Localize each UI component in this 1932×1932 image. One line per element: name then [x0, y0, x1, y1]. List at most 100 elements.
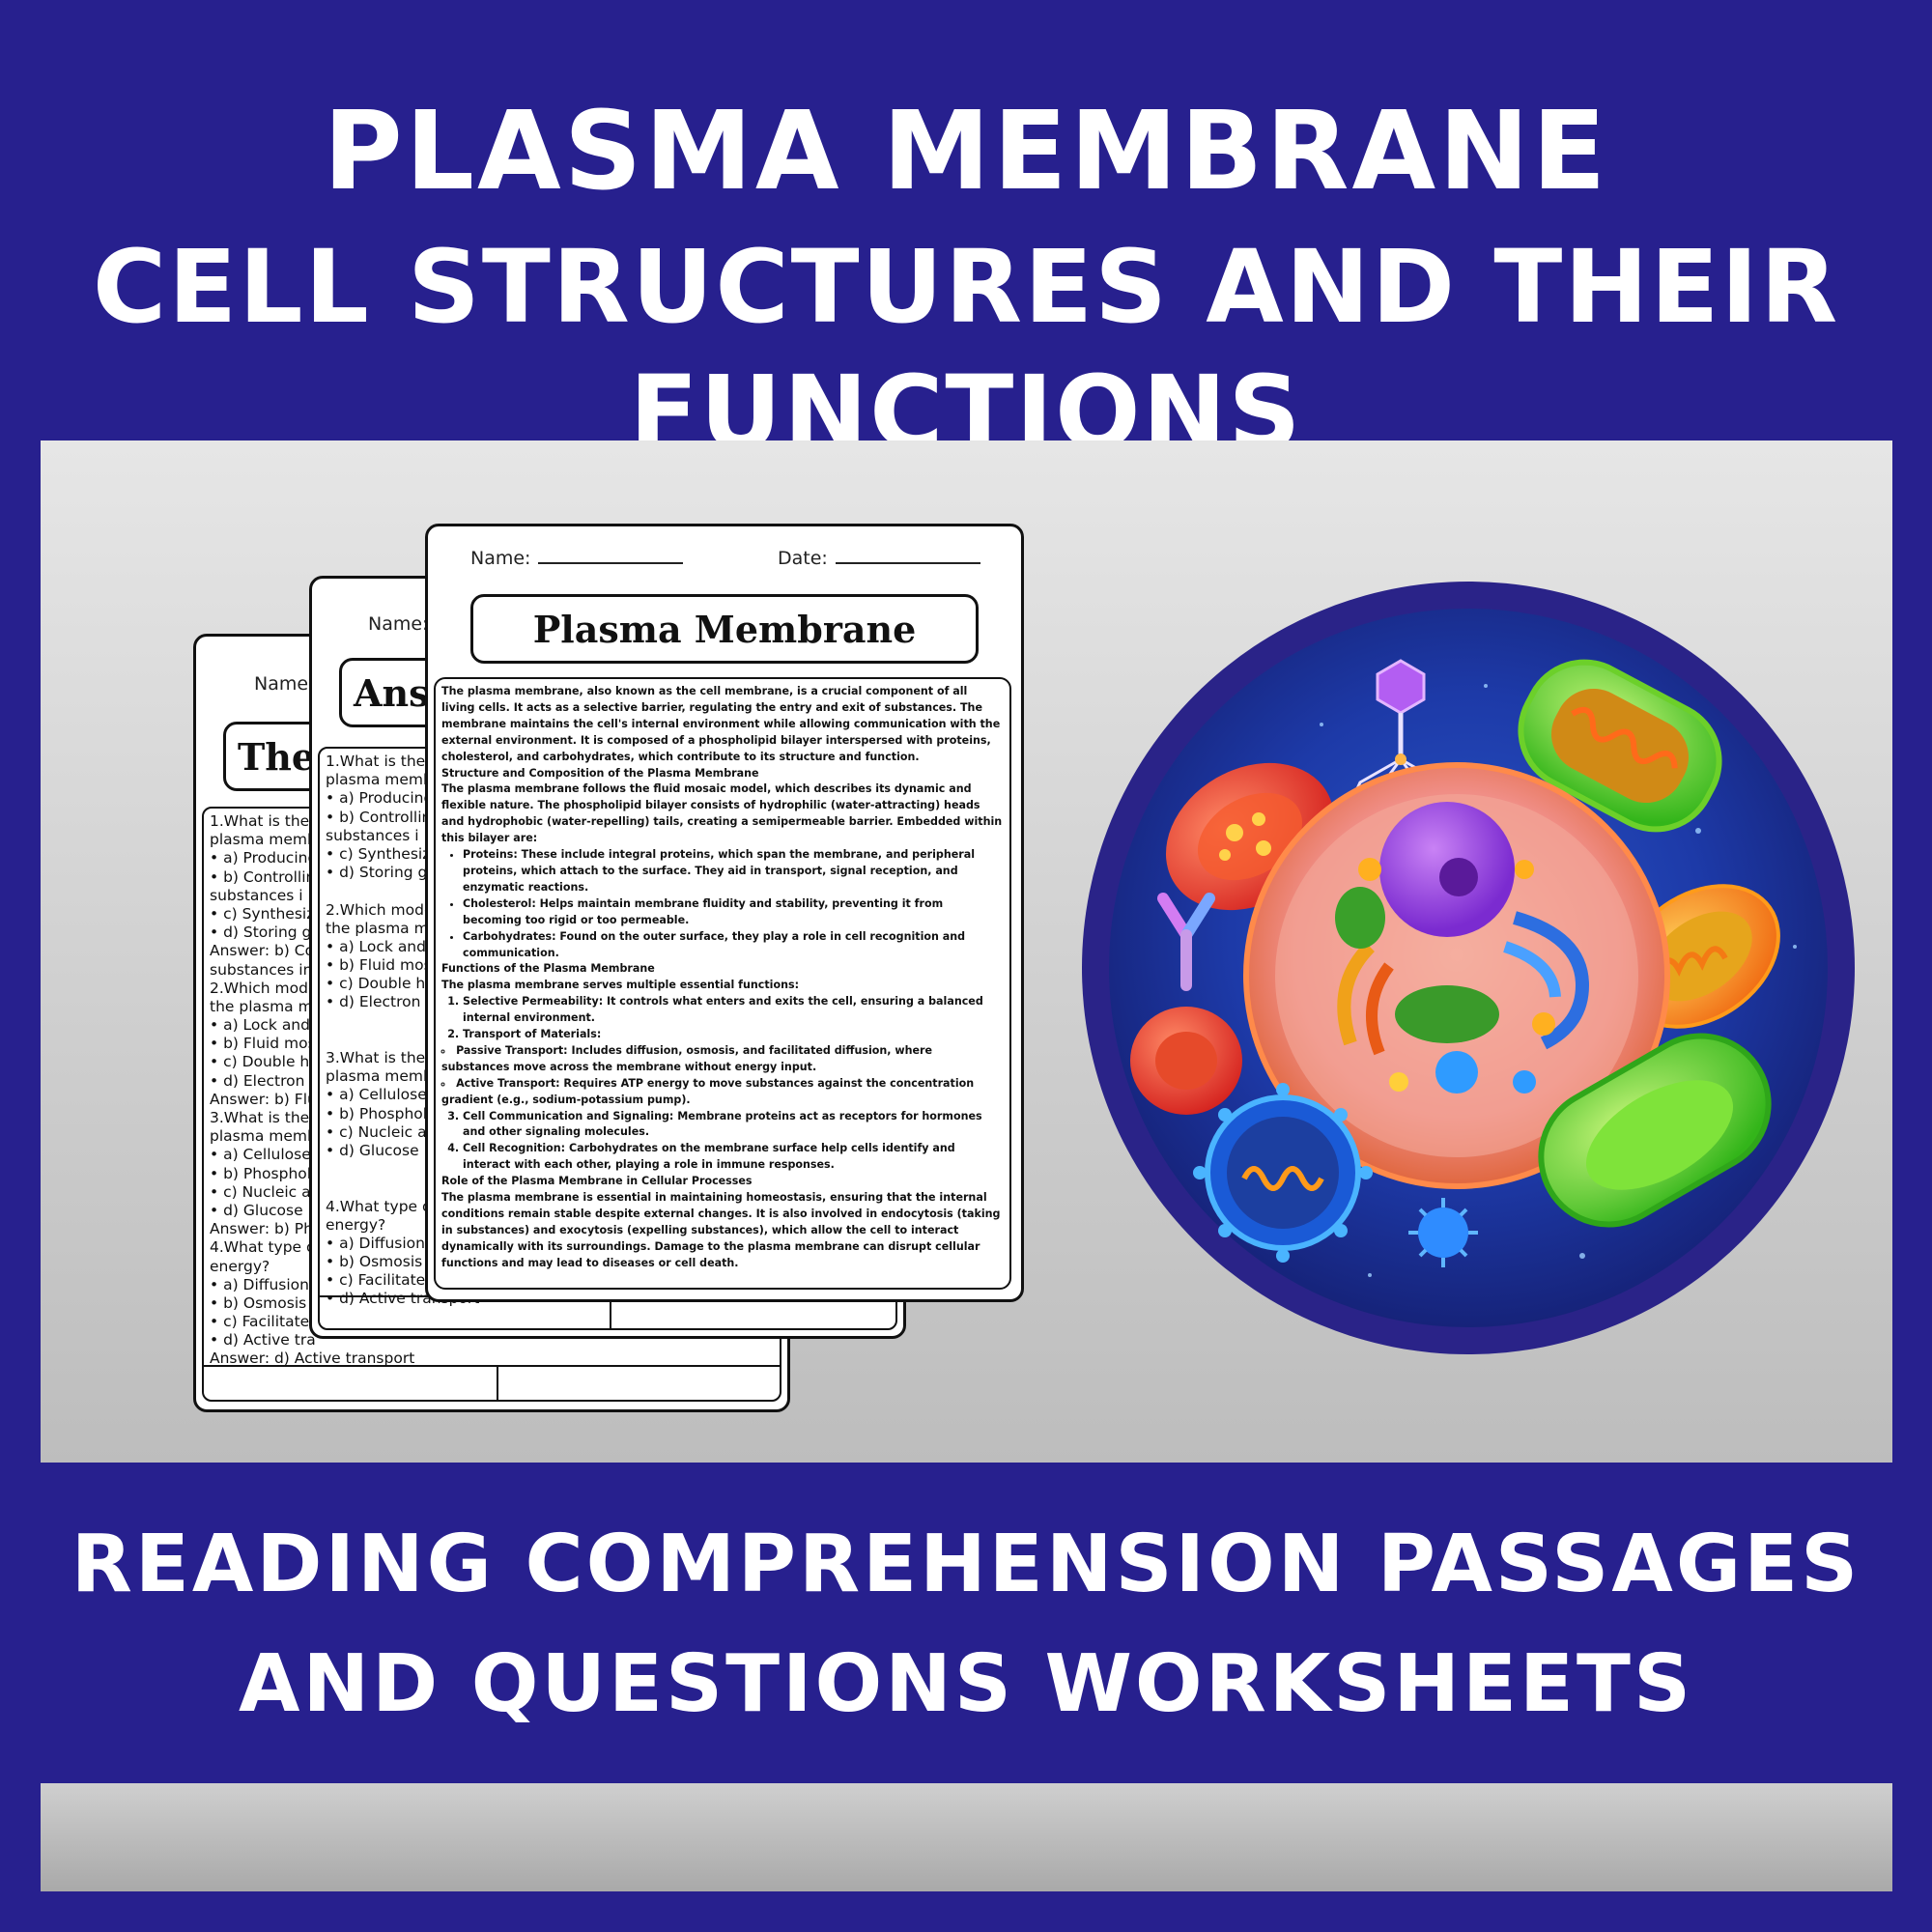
name-field: Name: — [254, 673, 314, 695]
name-field: Name: — [368, 613, 428, 635]
question-line: plasma membra — [326, 1067, 448, 1086]
list-item-label: Transport of Materials: — [463, 1028, 602, 1041]
list-item: Selective Permeability: It controls what… — [463, 994, 1004, 1027]
question-line: 4.What type of t — [210, 1238, 331, 1257]
reading-passage: The plasma membrane, also known as the c… — [434, 677, 1011, 1290]
question-line: • b) Phosphol — [326, 1104, 428, 1122]
section-heading: Structure and Composition of the Plasma … — [441, 766, 759, 780]
eukaryotic-cell-icon — [1243, 762, 1670, 1189]
worksheet-title: Plasma Membrane — [470, 594, 979, 664]
chloroplast-icon — [1518, 659, 1722, 833]
question-line: substances i — [210, 886, 303, 904]
question-line: • c) Synthesiz — [210, 904, 315, 923]
transport-list: Passive Transport: Includes diffusion, o… — [441, 1043, 1004, 1109]
name-label: Name: — [368, 613, 429, 635]
question-line: 2.Which model o — [326, 900, 452, 919]
bottom-bar — [41, 1783, 1892, 1891]
question-line: • c) Nucleic ac — [210, 1182, 320, 1201]
question-line: • a) Diffusion — [210, 1275, 309, 1293]
cell-illustration-svg — [1082, 582, 1855, 1354]
list-item: Proteins: These include integral protein… — [463, 847, 1004, 896]
question-line: substances in a — [210, 960, 327, 979]
name-label: Name: — [470, 548, 531, 569]
question-line: plasma membra — [210, 1127, 332, 1146]
question-line: • b) Fluid mosa — [326, 956, 441, 975]
component-list: Proteins: These include integral protein… — [441, 847, 1004, 961]
passage-intro: The plasma membrane, also known as the c… — [441, 685, 1001, 763]
list-item: Cell Communication and Signaling: Membra… — [463, 1109, 1004, 1142]
list-item: Passive Transport: Includes diffusion, o… — [441, 1043, 1004, 1076]
antibody-icon — [1157, 893, 1215, 991]
bacterium-icon — [1538, 1033, 1772, 1228]
name-label: Name: — [254, 673, 315, 695]
question-line: • b) Phosphol — [210, 1164, 312, 1182]
question-line: • a) Lock and k — [326, 937, 440, 955]
question-line: Answer: b) Fluid — [210, 1090, 330, 1108]
function-list: Selective Permeability: It controls what… — [441, 994, 1004, 1174]
question-line: • c) Double he — [326, 975, 435, 993]
question-line: 3.What is the pr — [210, 1109, 330, 1126]
section-heading: Role of the Plasma Membrane in Cellular … — [441, 1175, 753, 1188]
list-item: Carbohydrates: Found on the outer surfac… — [463, 929, 1004, 962]
main-title-line2: CELL STRUCTURES AND THEIR FUNCTIONS — [92, 228, 1840, 471]
name-field: Name: — [470, 548, 684, 569]
question-line: energy? — [326, 1215, 386, 1234]
question-line: 3.What is the pri — [326, 1049, 450, 1066]
question-line: • d) Storing ge — [210, 923, 321, 942]
question-line: substances i — [326, 826, 419, 844]
name-line — [538, 562, 684, 564]
question-line: Answer: d) Active transport — [210, 1350, 415, 1368]
question-line: 2.Which model d — [210, 979, 336, 997]
red-blood-cell-icon — [1130, 1007, 1242, 1115]
question-line: plasma membra — [210, 831, 332, 849]
question-line: • a) Producing — [210, 849, 318, 867]
question-line: Answer: b) Cont — [210, 942, 329, 960]
question-line: • b) Controllin — [210, 867, 316, 886]
list-item: Transport of Materials: Passive Transpor… — [441, 1027, 1004, 1109]
question-line: • d) Storing ge — [326, 864, 437, 882]
passage-paragraph: The plasma membrane is essential in main… — [441, 1191, 1001, 1269]
date-line — [835, 562, 980, 564]
question-line: • c) Double he — [210, 1053, 319, 1071]
question-line: • b) Fluid mos — [210, 1035, 316, 1053]
passage-paragraph: The plasma membrane follows the fluid mo… — [441, 782, 1003, 845]
question-line: 4.What type of t — [326, 1197, 447, 1215]
divider — [610, 1297, 611, 1328]
question-line: plasma membra — [326, 771, 448, 789]
question-line: • a) Lock and k — [210, 1016, 324, 1035]
question-line: 1.What is the pr — [210, 812, 330, 830]
question-line: • d) Electron c — [326, 993, 434, 1011]
list-item: Cholesterol: Helps maintain membrane flu… — [463, 896, 1004, 929]
question-line: • d) Electron c — [210, 1071, 318, 1090]
question-line: • d) Glucose — [210, 1201, 303, 1219]
question-line: • c) Facilitated — [326, 1271, 436, 1290]
list-item: Cell Recognition: Carbohydrates on the m… — [463, 1141, 1004, 1174]
date-label: Date: — [778, 548, 828, 569]
question-line: the plasma mem — [326, 919, 453, 937]
question-line: • a) Producing — [326, 789, 434, 808]
question-line: energy? — [210, 1257, 270, 1275]
worksheet-front: Name: Date: Plasma Membrane The plasma m… — [425, 524, 1024, 1302]
divider — [204, 1365, 780, 1367]
subtitle-line1: READING COMPREHENSION PASSAGES — [71, 1519, 1861, 1610]
question-line: • b) Osmosis — [210, 1293, 307, 1312]
question-line: • b) Osmosis — [326, 1253, 423, 1271]
passage-paragraph: The plasma membrane serves multiple esse… — [441, 979, 800, 992]
main-title-line1: PLASMA MEMBRANE — [323, 89, 1609, 214]
cell-illustration — [1080, 580, 1857, 1356]
question-line: • a) Cellulose — [210, 1146, 311, 1164]
section-heading: Functions of the Plasma Membrane — [441, 962, 655, 976]
question-line: • d) Glucose — [326, 1141, 419, 1159]
question-line: • b) Controllin — [326, 808, 432, 826]
question-line: the plasma mem — [210, 997, 337, 1015]
date-field: Date: — [778, 548, 980, 569]
divider — [497, 1367, 498, 1400]
virus-icon — [1193, 1083, 1373, 1263]
question-line: • c) Facilitated — [210, 1313, 320, 1331]
question-line: Answer: b) Phos — [210, 1220, 330, 1238]
question-line: • a) Diffusion — [326, 1234, 425, 1252]
subtitle-line2: AND QUESTIONS WORKSHEETS — [239, 1638, 1693, 1730]
